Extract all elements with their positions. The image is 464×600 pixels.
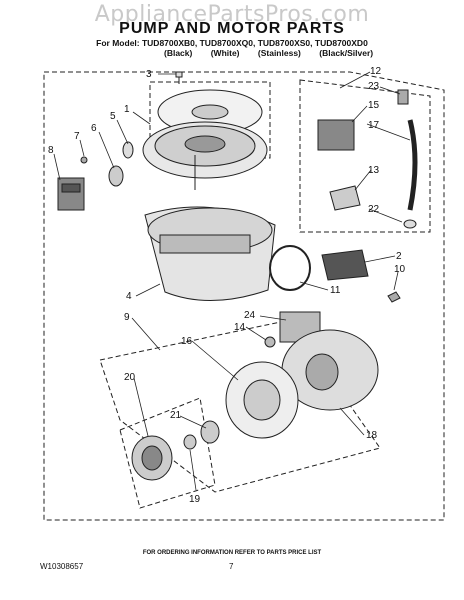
bracket-part	[329, 185, 361, 211]
cover-part	[321, 249, 369, 281]
callout-16: 16	[181, 336, 193, 347]
document-number: W10308657	[40, 562, 84, 571]
callout-18: 18	[366, 430, 378, 441]
callout-4: 4	[126, 291, 132, 302]
callout-22: 22	[368, 204, 380, 215]
filter-plate	[157, 89, 263, 135]
right-column-parts	[317, 89, 418, 229]
callout-15: 15	[368, 100, 380, 111]
pump-subassembly-box	[99, 319, 381, 493]
color-black: (Black)	[164, 48, 193, 58]
callout-21: 21	[170, 410, 182, 421]
clamp-part	[403, 219, 417, 229]
impeller-box	[119, 397, 216, 509]
watermark: AppliancePartsPros.com	[94, 2, 370, 27]
leader-lines	[53, 71, 411, 491]
color-legend: (Black) (White) (Stainless) (Black/Silve…	[164, 48, 389, 58]
callout-7: 7	[74, 131, 80, 142]
model-list: For Model: TUD8700XB0, TUD8700XQ0, TUD87…	[96, 38, 368, 48]
callout-3: 3	[146, 69, 152, 80]
valve-part	[397, 89, 409, 105]
plug-part	[80, 156, 88, 164]
sump-assembly	[144, 206, 276, 302]
callout-14: 14	[234, 322, 246, 333]
filter-cover-box	[149, 81, 271, 159]
color-white: (White)	[210, 48, 240, 58]
callout-1: 1	[124, 104, 130, 115]
color-stainless: (Stainless)	[257, 48, 301, 58]
hose-part	[407, 119, 418, 211]
impeller-parts	[131, 420, 220, 481]
callout-12: 12	[370, 66, 382, 77]
callout-19: 19	[189, 494, 201, 505]
callout-13: 13	[368, 165, 380, 176]
callout-20: 20	[124, 372, 136, 383]
turbidity-gear-ring	[142, 121, 268, 190]
clip-part	[387, 291, 401, 303]
callout-6: 6	[91, 123, 97, 134]
callout-5: 5	[110, 111, 116, 122]
outer-assembly-frame	[43, 71, 445, 521]
connector-part	[57, 177, 85, 211]
pump-housing	[225, 361, 299, 439]
ordering-note: FOR ORDERING INFORMATION REFER TO PARTS …	[142, 550, 322, 556]
callout-11: 11	[330, 285, 341, 296]
callout-labels: 3 1 5 6 7 8 12 23 15 17 13 22 2 10 11 4 …	[48, 66, 406, 505]
nut-part	[264, 336, 276, 348]
right-parts-box	[299, 79, 431, 233]
callout-23: 23	[368, 81, 380, 92]
screw-part	[175, 71, 183, 84]
callout-24: 24	[244, 310, 256, 321]
seal-part	[108, 165, 124, 187]
callout-2: 2	[396, 251, 402, 262]
callout-17: 17	[368, 120, 380, 131]
page-title: PUMP AND MOTOR PARTS	[119, 20, 345, 37]
page-number: 7	[229, 562, 234, 571]
callout-10: 10	[394, 264, 406, 275]
callout-8: 8	[48, 145, 54, 156]
color-black-silver: (Black/Silver)	[319, 48, 374, 58]
o-ring-part	[269, 245, 311, 291]
callout-9: 9	[124, 312, 130, 323]
pump-motor-connector	[317, 119, 355, 151]
gasket-part	[122, 141, 134, 159]
motor-assembly	[279, 311, 379, 411]
